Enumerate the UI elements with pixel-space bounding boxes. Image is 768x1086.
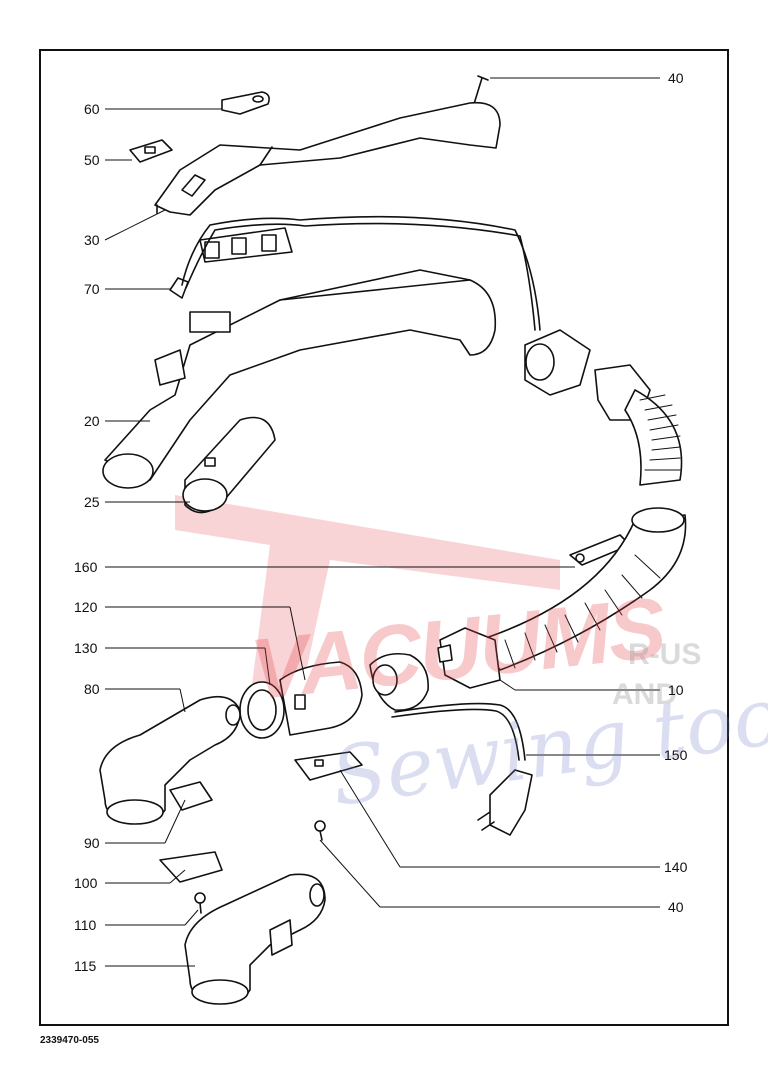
part-110-screw: [194, 892, 206, 914]
callout-70: 70: [84, 281, 100, 297]
part-40-screw-top: [473, 75, 489, 105]
watermark-logo-shape: [175, 495, 560, 700]
part-80-elbow: [99, 695, 241, 825]
part-30-handle-cover: [154, 101, 501, 216]
part-115-elbow: [184, 873, 326, 1005]
part-70-switch-assembly: [169, 215, 541, 331]
callout-130: 130: [74, 640, 98, 656]
callout-120: 120: [74, 599, 98, 615]
part-60-slider: [221, 91, 270, 115]
part-20-handle-shell: [102, 269, 497, 489]
callout-100: 100: [74, 875, 98, 891]
callout-80: 80: [84, 681, 100, 697]
callout-110: 110: [74, 917, 97, 933]
part-ring: [369, 652, 429, 711]
callout-40-top: 40: [668, 70, 684, 86]
part-10-hose-lower: [479, 507, 687, 671]
callout-90: 90: [84, 835, 100, 851]
callout-115: 115: [74, 958, 97, 974]
callout-25: 25: [84, 494, 100, 510]
watermark-text-rus: R-US: [628, 638, 702, 671]
callout-150: 150: [664, 747, 688, 763]
part-140-cover-plate: [294, 751, 363, 781]
callout-30: 30: [84, 232, 100, 248]
watermark-text-and: AND: [612, 678, 677, 711]
part-120-cylinder: [279, 661, 363, 736]
callout-60: 60: [84, 101, 100, 117]
part-100-bracket: [159, 851, 223, 883]
drawing-frame: [39, 49, 729, 1026]
callout-40-bottom: 40: [668, 899, 684, 915]
part-130-ring: [239, 681, 285, 739]
part-10-hose-upper: [624, 389, 683, 486]
part-40-screw-bottom: [314, 820, 326, 841]
part-90-bracket: [169, 781, 213, 811]
leader-lines: [104, 77, 660, 967]
callout-50: 50: [84, 152, 100, 168]
part-150-cable-plug: [391, 702, 533, 836]
part-50-plate: [129, 139, 173, 163]
callout-20: 20: [84, 413, 100, 429]
callout-140: 140: [664, 859, 688, 875]
callout-160: 160: [74, 559, 98, 575]
part-25-tube: [182, 416, 276, 514]
callout-10: 10: [668, 682, 684, 698]
document-code: 2339470-055: [40, 1035, 99, 1046]
